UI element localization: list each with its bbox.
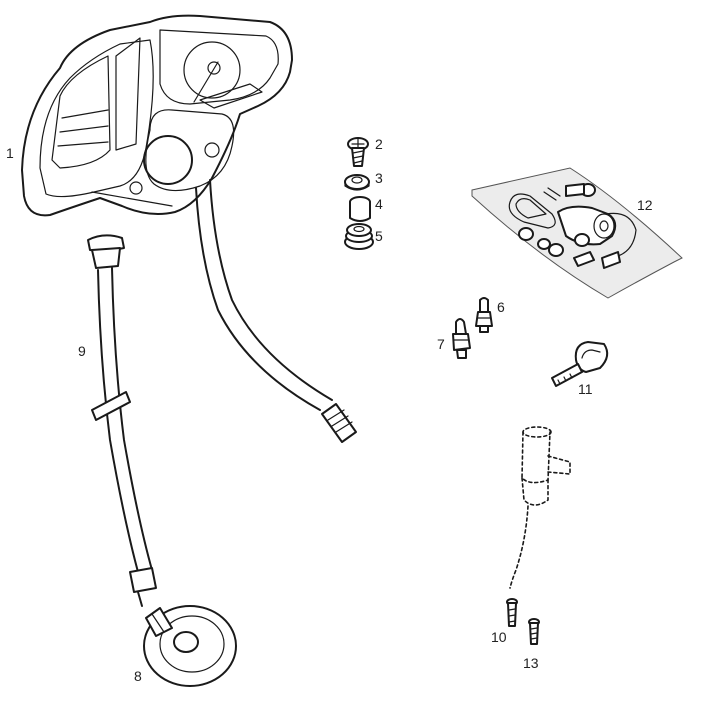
bulb-part-7: [452, 318, 471, 359]
speedometer-cable: [87, 234, 157, 607]
callout-9: 9: [78, 343, 86, 359]
callout-7: 7: [437, 336, 445, 352]
callout-13: 13: [523, 655, 539, 671]
bulb-part-6: [475, 297, 493, 333]
callout-3: 3: [375, 170, 383, 186]
callout-4: 4: [375, 196, 383, 212]
callout-10: 10: [491, 629, 507, 645]
callout-11: 11: [578, 381, 593, 397]
washer-part-3: [344, 174, 370, 191]
callout-8: 8: [134, 668, 142, 684]
bolt-part-13: [528, 618, 540, 645]
callout-6: 6: [497, 299, 505, 315]
wiring-harness: [195, 179, 357, 443]
bolt-part-10: [506, 598, 518, 627]
grommet-part-5: [344, 223, 374, 250]
sensor-dashed: [509, 426, 571, 589]
screw-part-2: [347, 137, 369, 167]
callout-1: 1: [6, 145, 14, 161]
lock-set-bag: [471, 167, 683, 299]
ignition-key: [551, 341, 609, 387]
callout-2: 2: [375, 136, 383, 152]
speedometer-drive: [143, 605, 237, 687]
callout-12: 12: [637, 197, 653, 213]
instrument-cluster: [21, 14, 293, 217]
callout-5: 5: [375, 228, 383, 244]
bushing-part-4: [349, 196, 371, 222]
